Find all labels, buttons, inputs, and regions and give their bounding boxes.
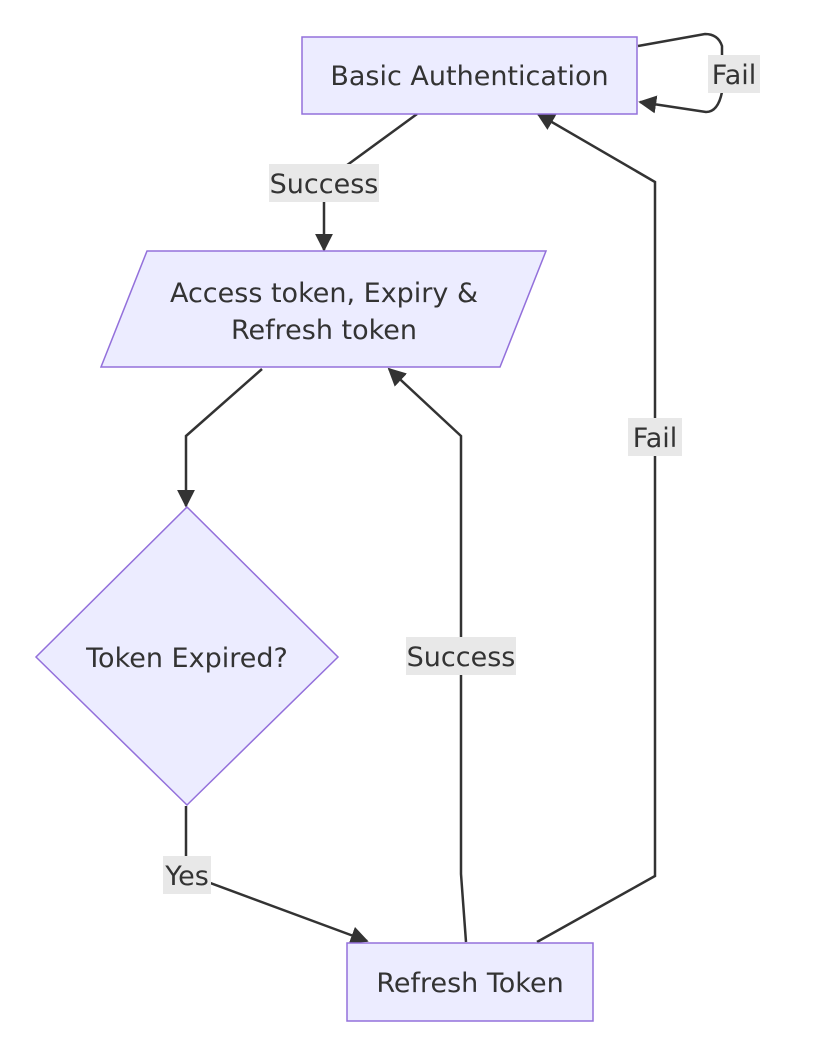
node-label: Refresh Token	[376, 968, 563, 999]
edge-tokens-to-check	[177, 368, 263, 508]
edge-refresh-fail	[536, 112, 657, 944]
node-refresh-token: Refresh Token	[346, 942, 594, 1022]
edge-label-text: Yes	[164, 861, 209, 892]
edge-label-text: Fail	[712, 60, 757, 91]
edge-label-expired-yes: Yes	[163, 856, 211, 894]
edge-labels: Fail Success Yes Success Fail	[163, 55, 760, 894]
edge-expired-yes	[184, 806, 369, 944]
edge-label-text: Success	[407, 642, 516, 673]
edge-label-auth-success: Success	[269, 164, 379, 202]
edge-label-refresh-success: Success	[406, 637, 516, 675]
node-token-expired: Token Expired?	[34, 505, 340, 807]
edges	[177, 32, 724, 944]
edge-label-refresh-fail: Fail	[628, 418, 682, 456]
node-label: Basic Authentication	[330, 61, 608, 92]
node-label: Token Expired?	[85, 643, 288, 674]
edge-label-auth-fail-loop: Fail	[708, 55, 760, 93]
edge-label-text: Fail	[633, 423, 678, 454]
node-label-line1: Access token, Expiry &	[170, 278, 478, 309]
node-basic-authentication: Basic Authentication	[301, 36, 638, 115]
node-label-line2: Refresh token	[231, 315, 417, 346]
nodes: Basic Authentication Access token, Expir…	[34, 36, 638, 1022]
edge-label-text: Success	[270, 169, 379, 200]
node-access-token: Access token, Expiry & Refresh token	[99, 250, 548, 368]
